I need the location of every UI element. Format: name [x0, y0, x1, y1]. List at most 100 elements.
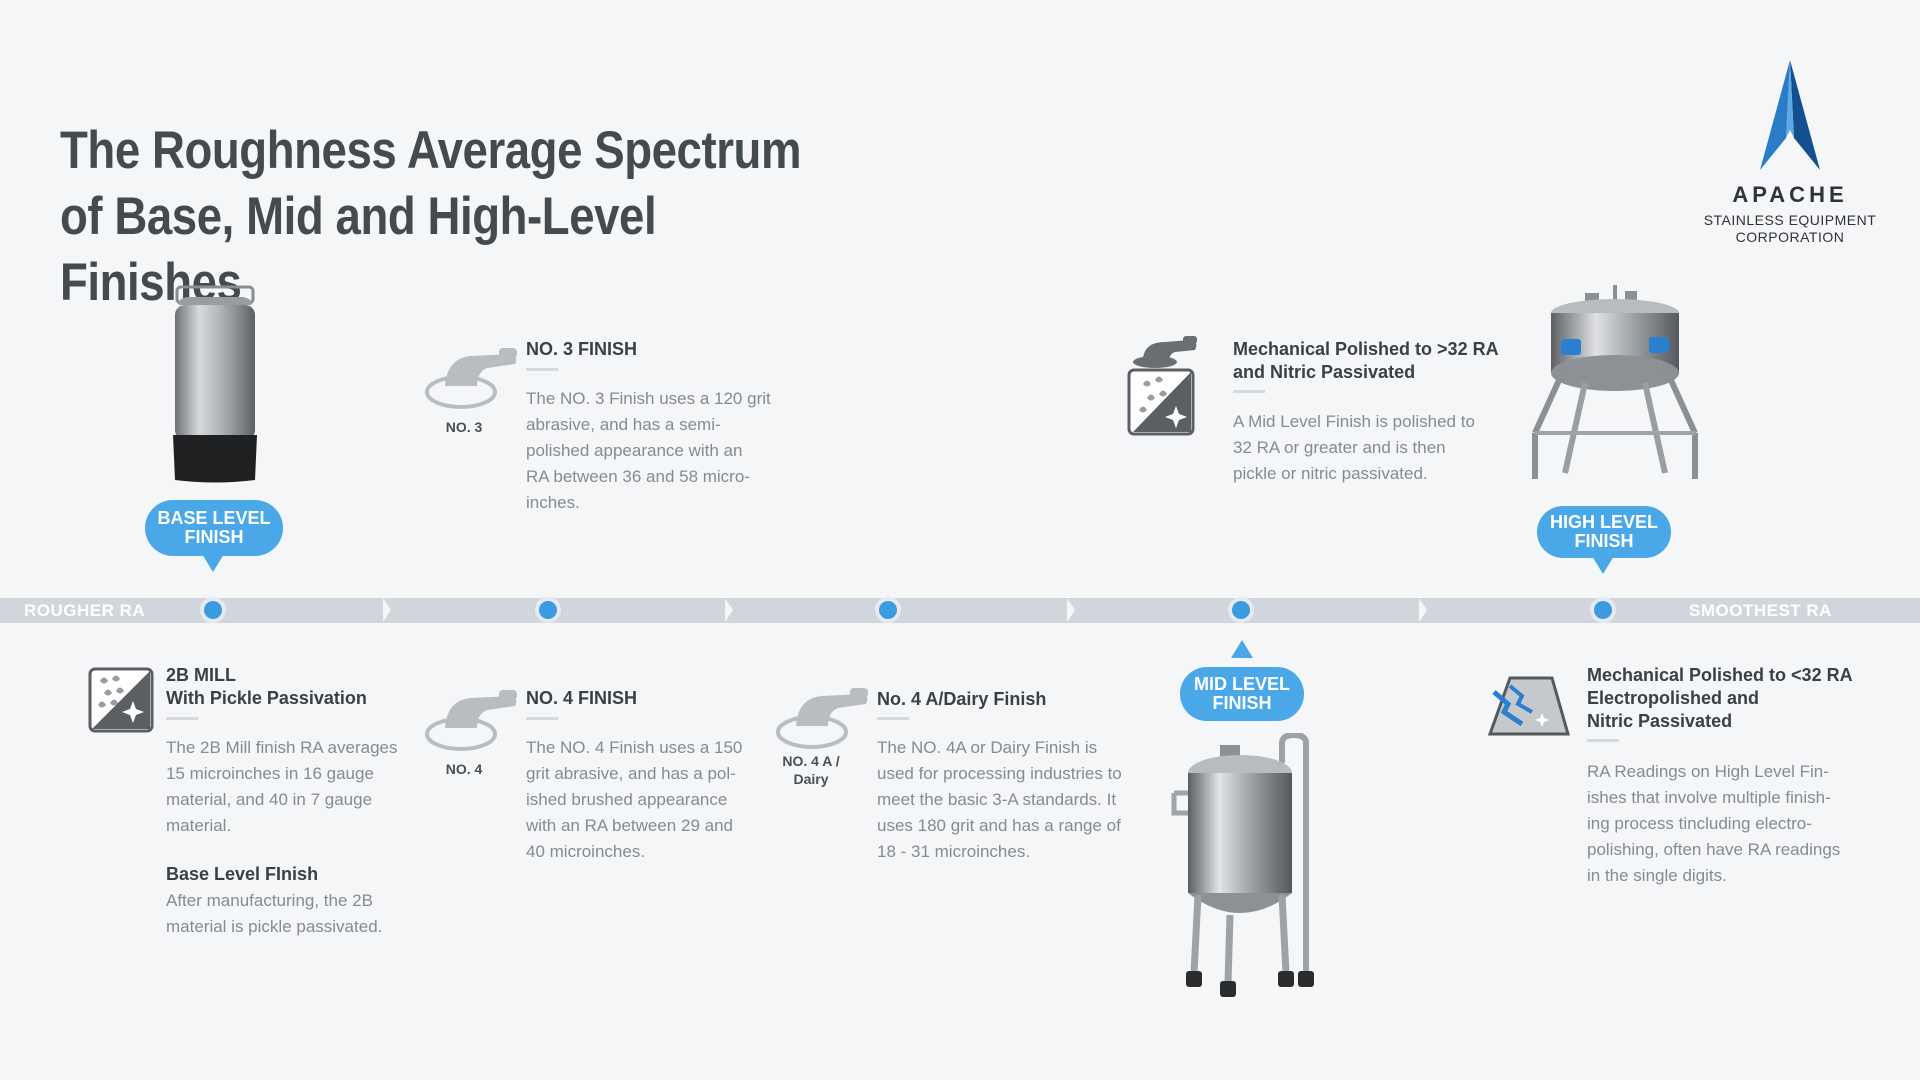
- smoothest-ra-label: SMOOTHEST RA: [1689, 601, 1832, 620]
- title-line-2: of Base, Mid and High-Level Finishes: [60, 187, 657, 312]
- mid-level-bubble: MID LEVEL FINISH: [1180, 667, 1304, 721]
- rougher-ra-label: ROUGHER RA: [24, 601, 146, 620]
- band-chevron: [1419, 598, 1427, 622]
- no4a-icon-label-line: NO. 4 A /: [782, 753, 840, 769]
- polisher-icon: [425, 690, 517, 751]
- no4-divider: [526, 717, 558, 720]
- no4-icon-label: NO. 4: [445, 761, 483, 777]
- band-chevron: [1067, 598, 1075, 622]
- mill2b-description-line: 15 microinches in 16 gauge: [166, 764, 374, 783]
- no4a-description-line: used for processing industries to: [877, 764, 1122, 783]
- mech-lt32-description-line: RA Readings on High Level Fin-: [1587, 762, 1829, 781]
- mill2b-divider: [166, 717, 198, 720]
- no3-description: The NO. 3 Finish uses a 120 grit abrasiv…: [526, 386, 806, 516]
- mill2b-heading-line: With Pickle Passivation: [166, 688, 367, 708]
- mill2b-description-line: The 2B Mill finish RA averages: [166, 738, 398, 757]
- no4-description-line: 40 microinches.: [526, 842, 646, 861]
- logo-subtitle-line-1: STAINLESS EQUIPMENT: [1703, 212, 1877, 228]
- no4a-description-line: meet the basic 3-A standards. It: [877, 790, 1117, 809]
- mech-gt32-heading-line: Mechanical Polished to >32 RA: [1233, 339, 1499, 359]
- band-chevron: [383, 598, 391, 622]
- no4-description-line: with an RA between 29 and: [526, 816, 733, 835]
- polisher-icon: [776, 688, 868, 749]
- no4a-description-line: The NO. 4A or Dairy Finish is: [877, 738, 1098, 757]
- no3-description-line: abrasive, and has a semi-: [526, 415, 721, 434]
- no4a-description-line: 18 - 31 microinches.: [877, 842, 1031, 861]
- no3-divider: [526, 368, 558, 371]
- mech-gt32-description-line: 32 RA or greater and is then: [1233, 438, 1446, 457]
- mill2b-description-line: material.: [166, 816, 232, 835]
- no4a-description-line: uses 180 grit and has a range of: [877, 816, 1121, 835]
- mill2b-heading-line: 2B MILL: [166, 665, 236, 685]
- timeline-dot-base: [200, 597, 226, 623]
- mech-lt32-description: RA Readings on High Level Fin- ishes tha…: [1587, 759, 1877, 889]
- mech-gt32-divider: [1233, 390, 1265, 393]
- mech-lt32-description-line: in the single digits.: [1587, 866, 1727, 885]
- no4a-icon-label: NO. 4 A / Dairy: [770, 752, 852, 788]
- mech-lt32-divider: [1587, 739, 1619, 742]
- polisher-icon: [425, 348, 517, 409]
- page-title: The Roughness Average Spectrum of Base, …: [60, 118, 834, 316]
- mill2b-sub-description: After manufacturing, the 2B material is …: [166, 888, 426, 940]
- mill2b-sub-description-line: material is pickle passivated.: [166, 917, 383, 936]
- no3-description-line: polished appearance with an: [526, 441, 743, 460]
- timeline-dot-mid: [1228, 597, 1254, 623]
- title-line-1: The Roughness Average Spectrum: [60, 121, 802, 180]
- mid-level-bubble-line-2: FINISH: [1212, 693, 1272, 713]
- base-level-bubble-line-1: BASE LEVEL: [157, 508, 271, 528]
- no4a-icon-label-line: Dairy: [793, 771, 829, 787]
- apache-logo-mark-icon: [1760, 60, 1820, 170]
- mech-gt32-description-line: A Mid Level Finish is polished to: [1233, 412, 1475, 431]
- mill2b-description: The 2B Mill finish RA averages 15 microi…: [166, 735, 426, 839]
- mid-level-bubble-line-1: MID LEVEL: [1193, 674, 1290, 694]
- mech-lt32-description-line: ishes that involve multiple finish-: [1587, 788, 1831, 807]
- tank-image: [1171, 733, 1314, 997]
- timeline-dot-no3-no4: [535, 597, 561, 623]
- high-level-bubble: HIGH LEVEL FINISH: [1537, 506, 1671, 558]
- base-level-bubble-line-2: FINISH: [184, 527, 244, 547]
- band-chevron: [725, 598, 733, 622]
- mech-lt32-description-line: polishing, often have RA readings: [1587, 840, 1841, 859]
- ra-timeline-band: [0, 598, 1920, 623]
- no4a-heading: No. 4 A/Dairy Finish: [877, 689, 1047, 709]
- electropolish-icon: [1488, 676, 1570, 736]
- high-level-bubble-line-1: HIGH LEVEL: [1549, 512, 1658, 532]
- no4a-description: The NO. 4A or Dairy Finish is used for p…: [877, 735, 1167, 865]
- high-level-bubble-pointer: [1592, 556, 1614, 574]
- mech-gt32-heading: Mechanical Polished to >32 RA and Nitric…: [1233, 338, 1499, 384]
- mech-gt32-heading-line: and Nitric Passivated: [1233, 362, 1416, 382]
- passivation-icon: [88, 667, 154, 733]
- no4-description: The NO. 4 Finish uses a 150 grit abrasiv…: [526, 735, 806, 865]
- mid-level-bubble-pointer: [1231, 640, 1253, 658]
- mech-lt32-heading-line: Mechanical Polished to <32 RA: [1587, 665, 1853, 685]
- mill2b-sub-heading: Base Level FInish: [166, 864, 319, 884]
- high-level-bubble-line-2: FINISH: [1574, 531, 1634, 551]
- no3-description-line: The NO. 3 Finish uses a 120 grit: [526, 389, 771, 408]
- mech-lt32-heading-line: Electropolished and: [1587, 688, 1760, 708]
- logo-wordmark: APACHE: [1732, 182, 1848, 207]
- passivation-polisher-icon: [1127, 336, 1197, 436]
- mech-gt32-description-line: pickle or nitric passivated.: [1233, 464, 1428, 483]
- base-level-bubble-pointer: [202, 554, 224, 572]
- mech-lt32-description-line: ing process tincluding electro-: [1587, 814, 1812, 833]
- mech-gt32-description: A Mid Level Finish is polished to 32 RA …: [1233, 409, 1513, 487]
- no4-description-line: ished brushed appearance: [526, 790, 728, 809]
- base-level-bubble: BASE LEVEL FINISH: [145, 500, 283, 556]
- no3-heading: NO. 3 FINISH: [526, 339, 638, 359]
- no3-icon-label: NO. 3: [445, 419, 483, 435]
- logo-subtitle-line-2: CORPORATION: [1735, 229, 1845, 245]
- no4a-divider: [877, 717, 909, 720]
- mech-lt32-heading-line: Nitric Passivated: [1587, 711, 1733, 731]
- no3-description-line: inches.: [526, 493, 580, 512]
- mill2b-heading: 2B MILL With Pickle Passivation: [166, 664, 367, 710]
- mill2b-description-line: material, and 40 in 7 gauge: [166, 790, 373, 809]
- timeline-dot-high: [1590, 597, 1616, 623]
- timeline-dot-no4a: [875, 597, 901, 623]
- apache-logo: APACHE STAINLESS EQUIPMENT CORPORATION: [1690, 60, 1890, 250]
- mech-lt32-heading: Mechanical Polished to <32 RA Electropol…: [1587, 664, 1853, 733]
- logo-subtitle: STAINLESS EQUIPMENT CORPORATION: [1690, 212, 1890, 246]
- keg-image: [173, 285, 257, 483]
- no4-description-line: grit abrasive, and has a pol-: [526, 764, 736, 783]
- no3-description-line: RA between 36 and 58 micro-: [526, 467, 750, 486]
- reactor-stand-image: [1532, 285, 1698, 479]
